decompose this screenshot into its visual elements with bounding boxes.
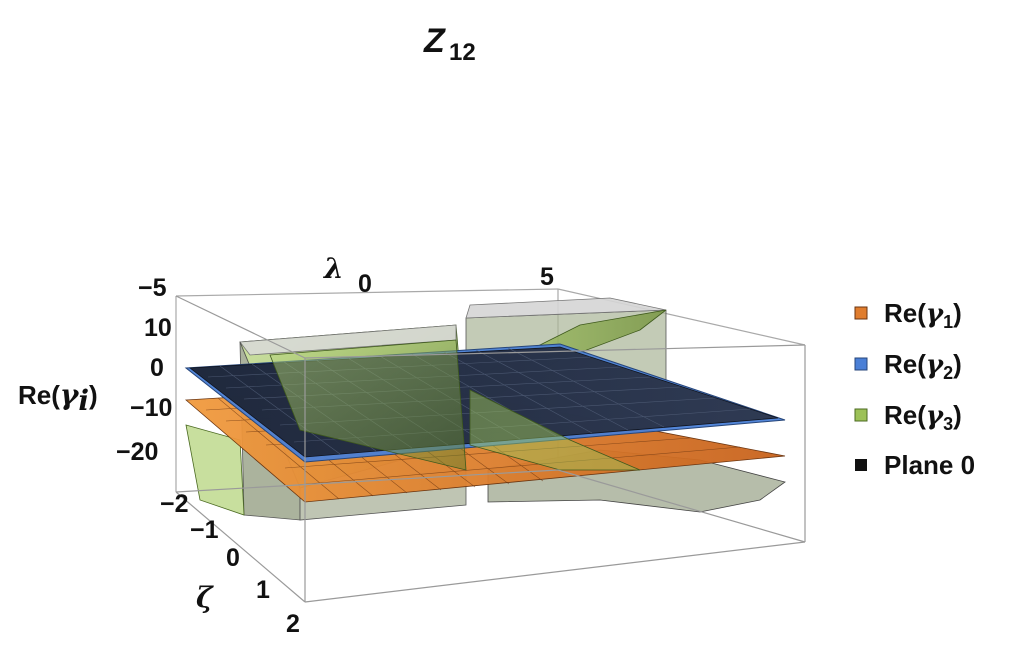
chart-title-subscript: 12 xyxy=(449,39,476,66)
zeta-tick: −1 xyxy=(190,516,219,544)
legend-label: Plane 0 xyxy=(884,450,975,480)
zeta-tick: 2 xyxy=(286,610,300,638)
lambda-tick: 0 xyxy=(358,270,372,298)
chart-title: Z xyxy=(423,22,446,60)
legend-item-plane0: Plane 0 xyxy=(855,450,975,480)
legend-item-re-gamma2: Re(γ2) xyxy=(854,349,962,383)
zeta-axis-label: ζ xyxy=(196,581,214,614)
z-tick: −10 xyxy=(130,394,172,422)
zeta-tick: −2 xyxy=(160,490,189,518)
z-tick: 10 xyxy=(144,314,172,342)
legend-swatch-green xyxy=(854,408,868,422)
legend-label: Re(γ2) xyxy=(884,349,962,383)
legend: Re(γ1) Re(γ2) Re(γ3) Plane 0 xyxy=(854,298,975,480)
legend-label: Re(γ1) xyxy=(884,298,962,332)
lambda-tick: −5 xyxy=(138,274,167,302)
legend-item-re-gamma1: Re(γ1) xyxy=(854,298,962,332)
z-axis-label: Re(γi) xyxy=(18,378,98,417)
box-front-edges xyxy=(175,295,806,603)
lambda-tick: 5 xyxy=(540,263,554,291)
z-tick: −20 xyxy=(116,438,158,466)
legend-label: Re(γ3) xyxy=(884,400,962,434)
legend-swatch-orange xyxy=(854,306,868,320)
z-axis: 10 0 −10 −20 Re(γi) xyxy=(18,314,172,466)
surface-re-gamma3-front xyxy=(269,339,641,471)
zeta-axis: −2 −1 0 1 2 ζ xyxy=(160,490,300,638)
lambda-axis: −5 0 5 λ xyxy=(138,252,554,302)
zeta-tick: 0 xyxy=(226,544,240,572)
legend-swatch-black xyxy=(855,459,867,471)
z-tick: 0 xyxy=(150,354,164,382)
legend-swatch-blue xyxy=(854,357,868,371)
lambda-axis-label: λ xyxy=(323,252,344,285)
zeta-tick: 1 xyxy=(256,576,270,604)
legend-item-re-gamma3: Re(γ3) xyxy=(854,400,962,434)
